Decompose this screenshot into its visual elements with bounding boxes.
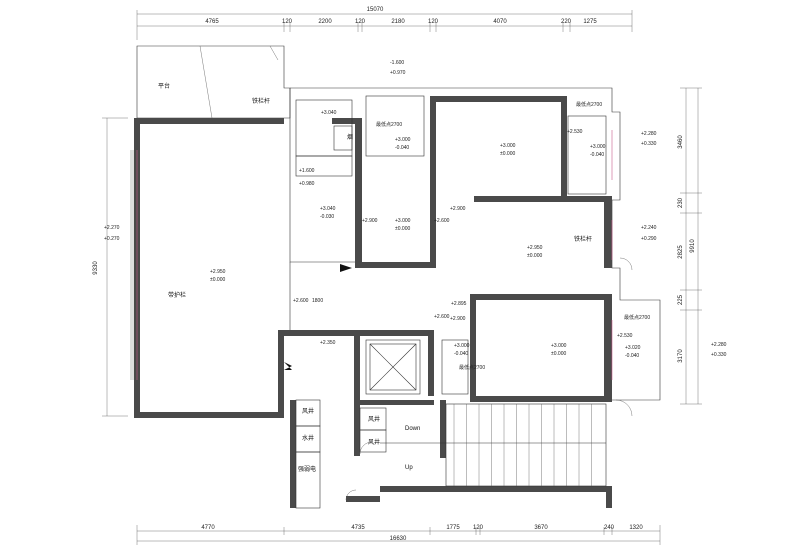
level-l37: +3.000 xyxy=(551,343,567,349)
dim-top-5: 2180 xyxy=(391,19,405,25)
wind-shaft-3-label: 风井 xyxy=(368,438,380,446)
terrace-label: 平台 xyxy=(158,82,170,90)
dim-top-7: 4070 xyxy=(493,19,507,25)
level-l44: +2.900 xyxy=(450,316,466,322)
level-l08: +3.000 xyxy=(590,144,606,150)
dim-top-6: 120 xyxy=(428,19,439,25)
level-l29: ±0.000 xyxy=(527,253,542,259)
dim-top-2: 120 xyxy=(282,19,293,25)
lowest-point-note-2: 最低点2700 xyxy=(576,101,602,108)
level-l04: +3.000 xyxy=(395,137,411,143)
stair-up-label: Up xyxy=(405,465,413,471)
level-l41: -0.040 xyxy=(625,353,639,359)
dim-top-3: 2200 xyxy=(318,19,332,25)
dim-top-4: 120 xyxy=(355,19,366,25)
level-l36: -0.040 xyxy=(454,351,468,357)
level-l32: +2.895 xyxy=(451,301,467,307)
level-l27: ±0.000 xyxy=(210,277,225,283)
level-l26: +2.950 xyxy=(210,269,226,275)
stair-lines xyxy=(453,404,592,486)
wind-shaft-2-label: 风井 xyxy=(368,415,380,423)
strong-weak-elec-label: 强弱电 xyxy=(298,465,316,473)
level-l13: +1.600 xyxy=(299,168,315,174)
level-l06: +3.000 xyxy=(500,143,516,149)
dim-left-total: 9330 xyxy=(93,261,99,275)
level-l42: +2.280 xyxy=(711,342,727,348)
top-dimension-chain: 15070 4765 120 2200 120 2180 120 4070 22… xyxy=(136,7,633,40)
level-l09: -0.040 xyxy=(590,152,604,158)
dim-bottom-total: 16630 xyxy=(390,536,407,542)
lowest-point-note-1: 最低点2700 xyxy=(376,121,402,128)
level-l25: +0.270 xyxy=(104,236,120,242)
dim-bottom-5: 3670 xyxy=(534,525,548,531)
level-l30: +2.600 xyxy=(293,298,309,304)
level-l40: +3.020 xyxy=(625,345,641,351)
dim-bottom-7: 1320 xyxy=(629,525,643,531)
dim-bottom-4: 120 xyxy=(473,525,484,531)
level-l33: +2.600 xyxy=(434,314,450,320)
level-l18: +3.000 xyxy=(395,218,411,224)
water-shaft-label: 水井 xyxy=(302,434,314,442)
stair-arrow-icon xyxy=(340,264,352,272)
level-l39: +2.530 xyxy=(617,333,633,339)
dim-bottom-1: 4770 xyxy=(201,525,215,531)
terrace: 平台 xyxy=(136,45,291,119)
level-l07: ±0.000 xyxy=(500,151,515,157)
level-l17: +2.900 xyxy=(362,218,378,224)
dim-top-total: 15070 xyxy=(367,7,384,13)
stair-treads xyxy=(380,403,607,487)
level-l21: +2.900 xyxy=(450,206,466,212)
level-l34: +2.350 xyxy=(320,340,336,346)
level-l01: -1.600 xyxy=(390,60,404,66)
bottom-dimension-chain: 4770 4735 1775 120 3670 240 1320 16630 xyxy=(136,525,661,545)
level-l35: +3.000 xyxy=(454,343,470,349)
dim-top-8: 220 xyxy=(561,19,572,25)
level-l43: +0.330 xyxy=(711,352,727,358)
windows xyxy=(130,130,613,380)
level-l20: +2.600 xyxy=(434,218,450,224)
level-l10: +2.530 xyxy=(567,129,583,135)
door-marker-icon xyxy=(284,362,292,370)
dim-right-3: 2825 xyxy=(678,245,684,259)
level-l23: +0.290 xyxy=(641,236,657,242)
walls xyxy=(134,96,612,508)
right-dimension: 3460 230 2825 225 3170 9910 xyxy=(678,87,702,405)
level-l38: ±0.000 xyxy=(551,351,566,357)
level-l22: +2.240 xyxy=(641,225,657,231)
level-l31: 1800 xyxy=(312,298,323,304)
flue-label: 烟 xyxy=(347,133,353,141)
lowest-point-note-3: 最低点2700 xyxy=(624,314,650,321)
level-l14: +0.980 xyxy=(299,181,315,187)
guard-railing-label: 带护栏 xyxy=(168,291,186,299)
dim-right-5: 3170 xyxy=(678,349,684,363)
level-l28: +2.950 xyxy=(527,245,543,251)
stair-down-label: Down xyxy=(405,426,420,432)
dim-right-4: 225 xyxy=(678,294,684,305)
lowest-point-note-4: 最低点2700 xyxy=(459,364,485,371)
door-swings xyxy=(345,257,633,501)
level-l24: +2.270 xyxy=(104,225,120,231)
dim-right-1: 3460 xyxy=(678,135,684,149)
level-l02: +0.970 xyxy=(390,70,406,76)
dim-top-1: 4765 xyxy=(205,19,219,25)
level-l19: ±0.000 xyxy=(395,226,410,232)
dim-bottom-2: 4735 xyxy=(351,525,365,531)
dim-bottom-3: 1775 xyxy=(446,525,460,531)
wind-shaft-1-label: 风井 xyxy=(302,407,314,415)
level-l16: -0.030 xyxy=(320,214,334,220)
dim-top-9: 1275 xyxy=(583,19,597,25)
left-dimension: 9330 xyxy=(93,117,128,417)
dim-bottom-6: 240 xyxy=(604,525,615,531)
level-l03: +3.040 xyxy=(321,110,337,116)
interior-fixtures xyxy=(295,95,607,509)
level-l11: +2.280 xyxy=(641,131,657,137)
iron-railing-mid: 铁栏杆 xyxy=(574,235,592,243)
level-l12: +0.330 xyxy=(641,141,657,147)
level-l15: +3.040 xyxy=(320,206,336,212)
dim-right-total: 9910 xyxy=(690,239,696,253)
iron-railing-top: 铁栏杆 xyxy=(252,97,270,105)
dim-right-2: 230 xyxy=(678,197,684,208)
level-l05: -0.040 xyxy=(395,145,409,151)
